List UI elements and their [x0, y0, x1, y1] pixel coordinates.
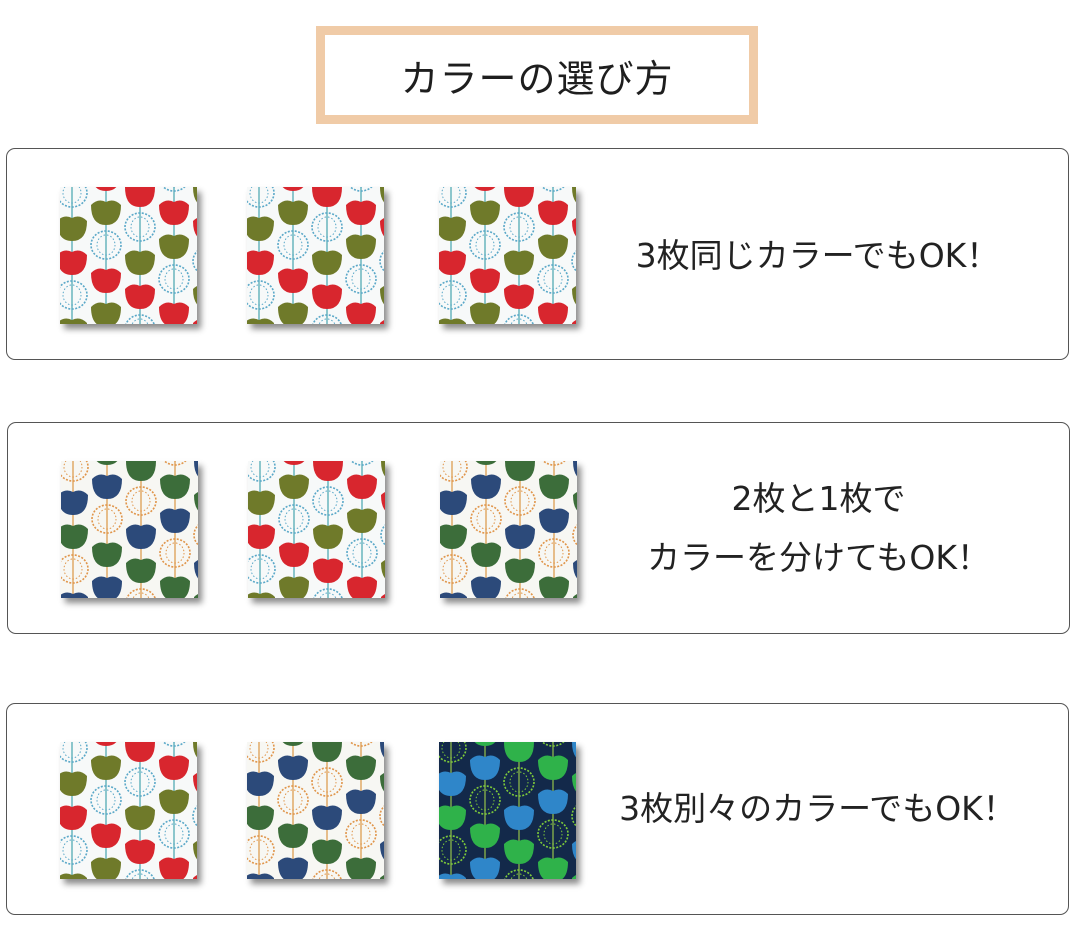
fabric-swatch: [440, 461, 577, 598]
option-panel-different-colors: 3枚別々のカラーでもOK！: [6, 703, 1069, 915]
section-title: カラーの選び方: [316, 26, 758, 124]
fabric-swatch: [439, 187, 576, 324]
fabric-swatch: [439, 742, 576, 879]
fabric-swatch: [61, 461, 198, 598]
option-caption: 3枚同じカラーでもOK！: [567, 153, 1068, 359]
fabric-swatch: [248, 461, 385, 598]
fabric-swatch: [247, 187, 384, 324]
fabric-swatch: [60, 742, 197, 879]
option-caption: 3枚別々のカラーでもOK！: [567, 704, 1068, 914]
caption-line: 3枚同じカラーでもOK！: [635, 236, 1000, 276]
caption-line: 3枚別々のカラーでもOK！: [619, 789, 1016, 829]
fabric-swatch: [247, 742, 384, 879]
caption-line: カラーを分けてもOK！: [647, 538, 990, 577]
option-caption: 2枚と1枚で カラーを分けてもOK！: [568, 423, 1069, 633]
caption-line: 2枚と1枚で: [731, 478, 906, 518]
fabric-swatch: [60, 187, 197, 324]
option-panel-split-color: 2枚と1枚で カラーを分けてもOK！: [7, 422, 1070, 634]
option-panel-same-color: 3枚同じカラーでもOK！: [6, 148, 1069, 360]
